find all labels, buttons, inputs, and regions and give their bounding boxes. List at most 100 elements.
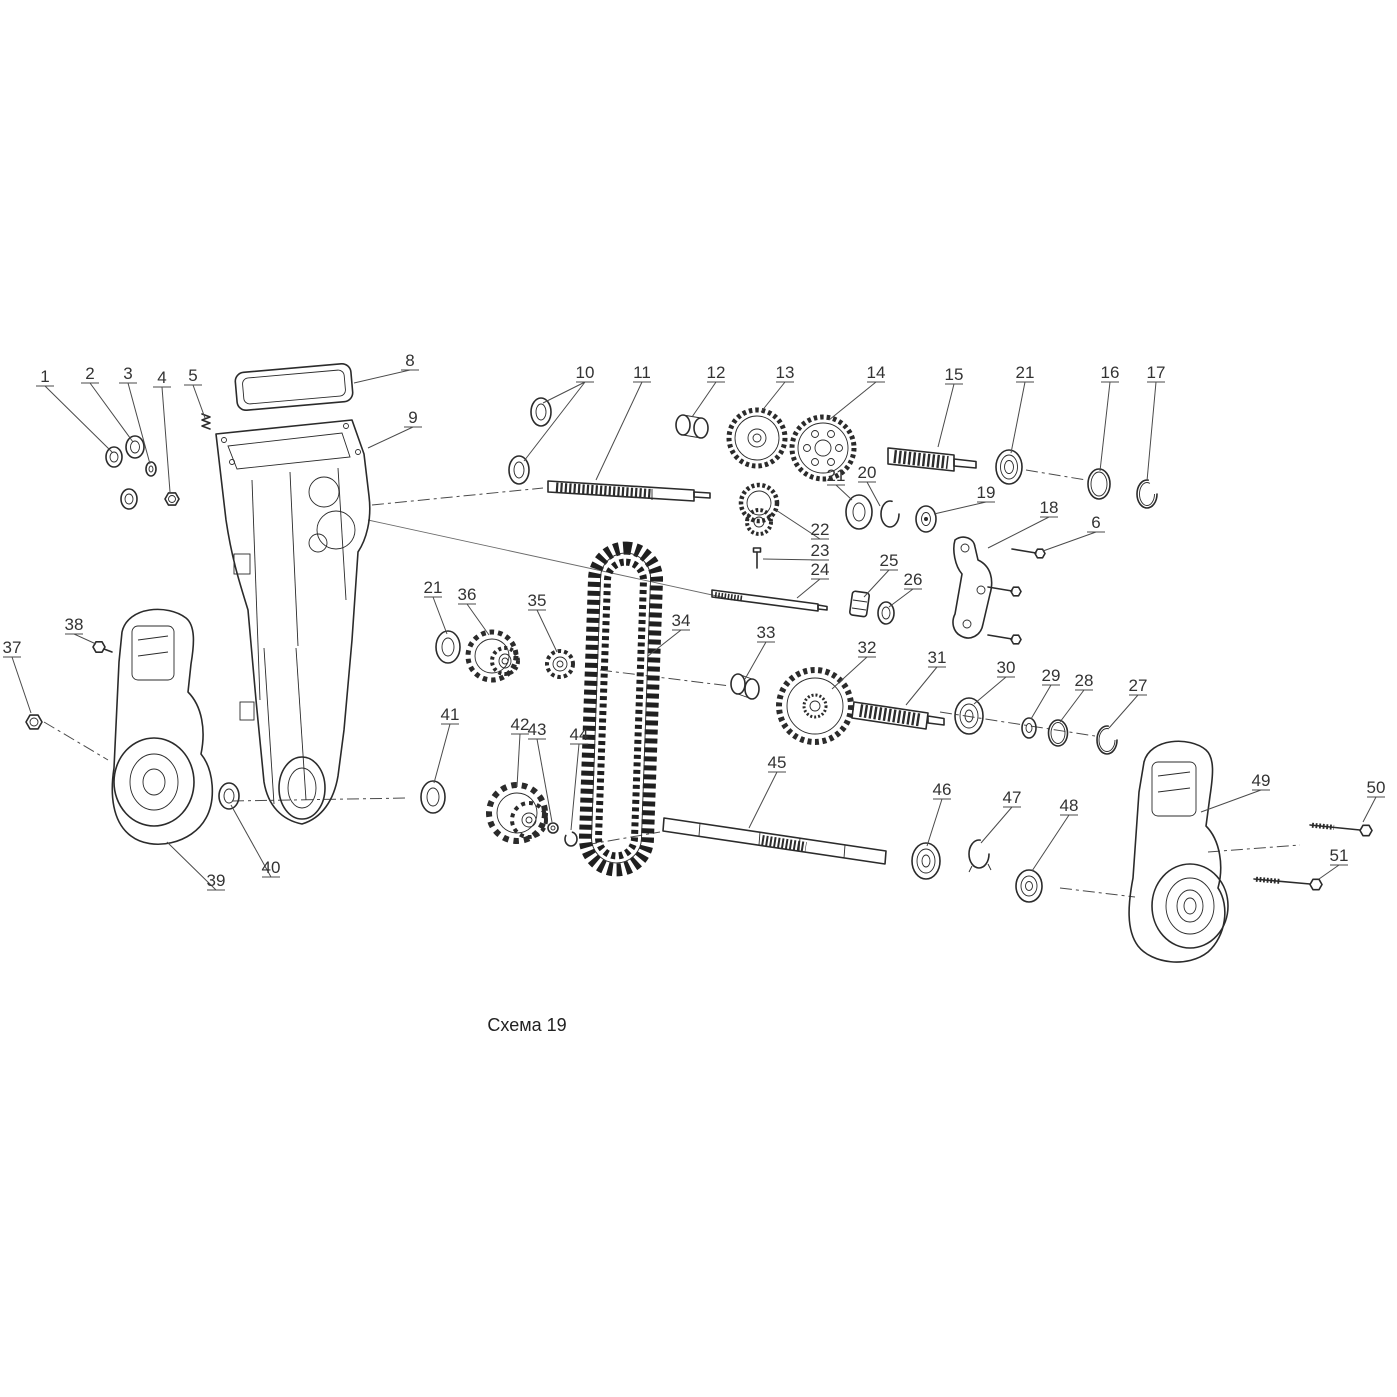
- right-chain-cover: [1128, 740, 1229, 963]
- spring-pin-5: [201, 413, 211, 430]
- washer-1: [105, 446, 123, 468]
- part-number-label: 3: [123, 364, 132, 383]
- part-number-label: 49: [1252, 771, 1271, 790]
- part-callout-47: 47: [980, 788, 1022, 844]
- part-number-label: 16: [1101, 363, 1120, 382]
- sprocket-35: [545, 649, 575, 679]
- part-callout-40: 40: [230, 804, 281, 878]
- part-number-label: 1: [40, 367, 49, 386]
- spacer-16: [1087, 468, 1111, 500]
- bearing-46: [911, 842, 941, 880]
- part-callout-27: 27: [1108, 676, 1147, 729]
- part-callout-9: 9: [367, 408, 422, 449]
- part-number-label: 12: [707, 363, 726, 382]
- part-number-label: 47: [1003, 788, 1022, 807]
- part-number-label: 26: [904, 570, 923, 589]
- part-number-label: 30: [997, 658, 1016, 677]
- part-callout-8: 8: [353, 351, 419, 384]
- part-number-label: 33: [757, 623, 776, 642]
- part-number-label: 41: [441, 705, 460, 724]
- part-number-label: 51: [1330, 846, 1349, 865]
- part-callout-6: 6: [1042, 513, 1105, 552]
- part-callout-21: 21: [1010, 363, 1035, 454]
- bracket-plate-18: [952, 536, 993, 639]
- part-callout-14: 14: [828, 363, 885, 421]
- part-callout-21: 21: [424, 578, 448, 635]
- bearing-10-upper: [530, 397, 552, 427]
- part-callout-46: 46: [926, 780, 952, 847]
- ball-43: [547, 822, 559, 834]
- circlip-47: [968, 839, 992, 873]
- part-number-label: 17: [1147, 363, 1166, 382]
- part-number-label: 21: [827, 466, 846, 485]
- part-callout-18: 18: [987, 498, 1059, 549]
- part-callout-39: 39: [166, 841, 226, 891]
- part-number-label: 48: [1060, 796, 1079, 815]
- ring-2: [120, 435, 145, 510]
- part-callout-13: 13: [760, 363, 794, 413]
- bolts-6: [987, 548, 1046, 645]
- part-number-label: 40: [262, 858, 281, 877]
- part-callout-26: 26: [888, 570, 923, 608]
- part-callout-5: 5: [184, 366, 206, 419]
- part-number-label: 21: [1016, 363, 1035, 382]
- part-number-label: 4: [157, 368, 166, 387]
- part-number-label: 6: [1091, 513, 1100, 532]
- ring-26: [877, 601, 895, 625]
- part-number-label: 11: [633, 363, 651, 382]
- part-callout-37: 37: [3, 638, 32, 714]
- part-callout-33: 33: [744, 623, 776, 680]
- part-callout-20: 20: [858, 463, 881, 507]
- part-callout-31: 31: [905, 648, 947, 706]
- part-number-label: 21: [424, 578, 443, 597]
- part-callout-19: 19: [933, 483, 996, 515]
- part-number-label: 18: [1040, 498, 1059, 517]
- part-callout-51: 51: [1318, 846, 1349, 880]
- part-number-label: 32: [858, 638, 877, 657]
- part-number-label: 45: [768, 753, 787, 772]
- part-callout-30: 30: [973, 658, 1016, 705]
- ring-28: [1047, 719, 1069, 747]
- part-number-label: 19: [977, 483, 996, 502]
- part-number-label: 8: [405, 351, 414, 370]
- washer-29: [1021, 717, 1037, 739]
- bearing-10-lower: [508, 455, 530, 485]
- nut-4: [164, 492, 180, 506]
- part-number-label: 28: [1075, 671, 1094, 690]
- part-number-label: 36: [458, 585, 477, 604]
- part-number-label: 42: [511, 715, 530, 734]
- left-chain-cover: [111, 608, 214, 845]
- part-number-label: 46: [933, 780, 952, 799]
- part-callout-3: 3: [119, 364, 151, 465]
- bearing-21a: [995, 449, 1023, 485]
- part-number-label: 22: [811, 520, 830, 539]
- part-callout-21: 21: [827, 466, 853, 501]
- part-callout-36: 36: [458, 585, 490, 636]
- part-callout-17: 17: [1146, 363, 1166, 482]
- part-number-label: 39: [207, 871, 226, 890]
- part-number-label: 43: [528, 720, 547, 739]
- part-callout-44: 44: [570, 725, 589, 831]
- part-callout-28: 28: [1059, 671, 1094, 723]
- bearing-48: [1015, 869, 1043, 903]
- part-number-label: 10: [576, 363, 595, 382]
- part-number-label: 38: [65, 615, 84, 634]
- part-callout-32: 32: [831, 638, 877, 690]
- part-callout-23: 23: [762, 541, 829, 561]
- gasket-cover-plate: [234, 362, 354, 412]
- part-number-label: 25: [880, 551, 899, 570]
- washer-3: [145, 461, 157, 477]
- part-callout-2: 2: [81, 364, 134, 443]
- diagram-caption: Схема 19: [487, 1015, 566, 1035]
- part-number-label: 31: [928, 648, 947, 667]
- part-callout-48: 48: [1031, 796, 1079, 872]
- gear-14: [789, 414, 857, 482]
- gearbox-housing: [215, 419, 371, 825]
- rod-24: [711, 589, 828, 612]
- bolt-51: [1253, 876, 1323, 891]
- part-callout-43: 43: [528, 720, 553, 823]
- bushing-33: [730, 673, 760, 700]
- part-number-label: 44: [570, 725, 589, 744]
- part-callout-29: 29: [1030, 666, 1060, 720]
